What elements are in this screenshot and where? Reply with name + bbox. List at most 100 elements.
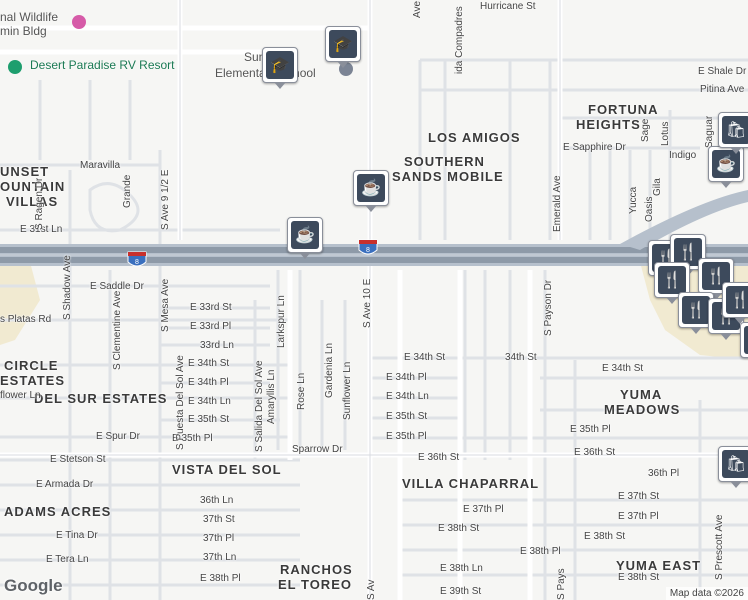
- coffee-icon[interactable]: ☕: [353, 170, 389, 212]
- street-34th-st: 34th St: [505, 352, 537, 363]
- street-e33rd-st: E 33rd St: [190, 302, 232, 313]
- street-e31st: E 31st Ln: [20, 224, 63, 235]
- area-adams-acres: ADAMS ACRES: [4, 504, 112, 519]
- street-e39th: E 39th St: [440, 586, 482, 597]
- highway-shield-label: 8: [135, 259, 139, 266]
- street-e37th-pl: E 37th Pl: [463, 504, 504, 515]
- street-gila: Gila: [652, 178, 663, 196]
- street-e35th-st-b: E 35th St: [386, 411, 428, 422]
- street-saddle: E Saddle Dr: [90, 281, 144, 292]
- area-southern-sands-1: SOUTHERN: [404, 154, 485, 169]
- street-mesa: S Mesa Ave: [160, 278, 171, 332]
- restaurant-icon[interactable]: 🍴: [740, 322, 748, 358]
- area-vista-del-sol: VISTA DEL SOL: [172, 462, 282, 477]
- street-ave-top: Ave: [412, 0, 423, 18]
- area-los-amigos: LOS AMIGOS: [428, 130, 521, 145]
- area-fortuna-2: HEIGHTS: [576, 117, 641, 132]
- street-e37th-pl-b: E 37th Pl: [618, 511, 659, 522]
- street-hurricane: Hurricane St: [480, 1, 536, 12]
- area-sunset-1: UNSET: [0, 164, 50, 179]
- street-saguaro: Saguar: [704, 115, 715, 148]
- street-armada: E Armada Dr: [36, 479, 94, 490]
- street-stetson: E Stetson St: [50, 454, 106, 465]
- street-e37th-st: E 37th St: [618, 491, 660, 502]
- street-pitina: Pitina Ave: [700, 84, 745, 95]
- area-circle-1: CIRCLE: [4, 358, 59, 373]
- camera-icon[interactable]: [72, 15, 86, 29]
- street-e34th-st: E 34th St: [188, 358, 230, 369]
- area-yuma-meadows-1: YUMA: [620, 387, 663, 402]
- area-yuma-east: YUMA EAST: [616, 558, 702, 573]
- street-37th-st: 37th St: [203, 514, 235, 525]
- shopping-icon[interactable]: 🛍: [718, 446, 748, 488]
- street-e38th-st-b: E 38th St: [584, 531, 626, 542]
- street-sparrow: Sparrow Dr: [292, 444, 343, 455]
- street-e34th-st-b: E 34th St: [404, 352, 446, 363]
- street-e34th-ln: E 34th Ln: [188, 396, 231, 407]
- street-sunflower-w: flower Ln: [0, 390, 41, 401]
- street-emerald: Emerald Ave: [552, 175, 563, 232]
- street-36th-ln: 36th Ln: [200, 495, 234, 506]
- street-e34th-pl-b: E 34th Pl: [386, 372, 427, 383]
- street-payson: S Payson Dr: [543, 279, 554, 336]
- street-e38th-pl-b: E 38th Pl: [200, 573, 241, 584]
- street-e34th-pl: E 34th Pl: [188, 377, 229, 388]
- street-amaryllis: Amaryllis Ln: [266, 369, 277, 424]
- street-clementine: S Clementine Ave: [112, 290, 123, 370]
- street-ave-10e: S Ave 10 E: [362, 278, 373, 328]
- street-shale: E Shale Dr: [698, 66, 747, 77]
- street-platas: s Platas Rd: [0, 314, 52, 325]
- area-del-sur: DEL SUR ESTATES: [34, 391, 168, 406]
- map-attribution[interactable]: Map data ©2026: [665, 587, 748, 600]
- park-icon[interactable]: [8, 60, 22, 74]
- area-circle-2: ESTATES: [0, 373, 66, 388]
- street-e38th-ln: E 38th Ln: [440, 563, 483, 574]
- street-e36th-st: E 36th St: [418, 452, 460, 463]
- poi-wildlife-2[interactable]: min Bldg: [0, 24, 47, 38]
- street-ragen: S Ragen Dr: [34, 177, 45, 230]
- area-sunset-2: OUNTAIN: [0, 179, 66, 194]
- interstate-8-shield-2: 8: [358, 239, 378, 255]
- street-33rd-ln: 33rd Ln: [200, 340, 234, 351]
- street-payson-b: S Pays: [556, 568, 567, 600]
- school-icon[interactable]: 🎓: [325, 26, 361, 68]
- school-icon[interactable]: 🎓: [262, 47, 298, 89]
- street-e35th-pl-c: E 35th Pl: [570, 424, 611, 435]
- street-oasis: Oasis: [644, 196, 655, 222]
- street-compadres: ida Compadres: [454, 6, 465, 74]
- street-e35th-pl: E 35th Pl: [172, 433, 213, 444]
- street-ave-9-half: S Ave 9 1/2 E: [160, 169, 171, 230]
- poi-desert-paradise[interactable]: Desert Paradise RV Resort: [30, 58, 175, 72]
- street-e36th-st-b: E 36th St: [574, 447, 616, 458]
- area-fortuna-1: FORTUNA: [588, 102, 659, 117]
- street-larkspur: Larkspur Ln: [276, 295, 287, 348]
- street-spur: E Spur Dr: [96, 431, 140, 442]
- coffee-icon[interactable]: ☕: [287, 217, 323, 259]
- area-villa-chaparral: VILLA CHAPARRAL: [402, 476, 540, 491]
- street-tera: E Tera Ln: [46, 554, 89, 565]
- street-sage: Sage: [640, 118, 651, 142]
- area-ranchos-2: EL TOREO: [278, 577, 352, 592]
- street-e34th-ln-b: E 34th Ln: [386, 391, 429, 402]
- highway-shield-label-2: 8: [366, 247, 370, 254]
- restaurant-icon[interactable]: 🍴: [722, 282, 748, 324]
- street-prescott: S Prescott Ave: [714, 514, 725, 580]
- street-36th-pl: 36th Pl: [648, 468, 680, 479]
- street-e34th-st-c: E 34th St: [602, 363, 644, 374]
- street-salida: S Salida Del Sol Ave: [254, 360, 265, 452]
- street-sunflower: Sunflower Ln: [342, 361, 353, 420]
- interstate-8-shield: 8: [127, 251, 147, 267]
- poi-wildlife-1[interactable]: nal Wildlife: [0, 10, 59, 24]
- street-e38th-pl: E 38th Pl: [520, 546, 561, 557]
- street-e38th-st: E 38th St: [438, 523, 480, 534]
- street-grande: Grande: [122, 174, 133, 208]
- area-sunset-3: VILLAS: [6, 194, 59, 209]
- street-shadow: S Shadow Ave: [62, 255, 73, 320]
- shopping-icon[interactable]: 🛍: [718, 112, 748, 154]
- area-ranchos-1: RANCHOS: [280, 562, 353, 577]
- street-ave-bottom: S Av: [366, 579, 377, 600]
- street-maravilla: Maravilla: [80, 160, 121, 171]
- area-yuma-meadows-2: MEADOWS: [604, 402, 681, 417]
- street-37th-ln: 37th Ln: [203, 552, 237, 563]
- street-e35th-st: E 35th St: [188, 414, 230, 425]
